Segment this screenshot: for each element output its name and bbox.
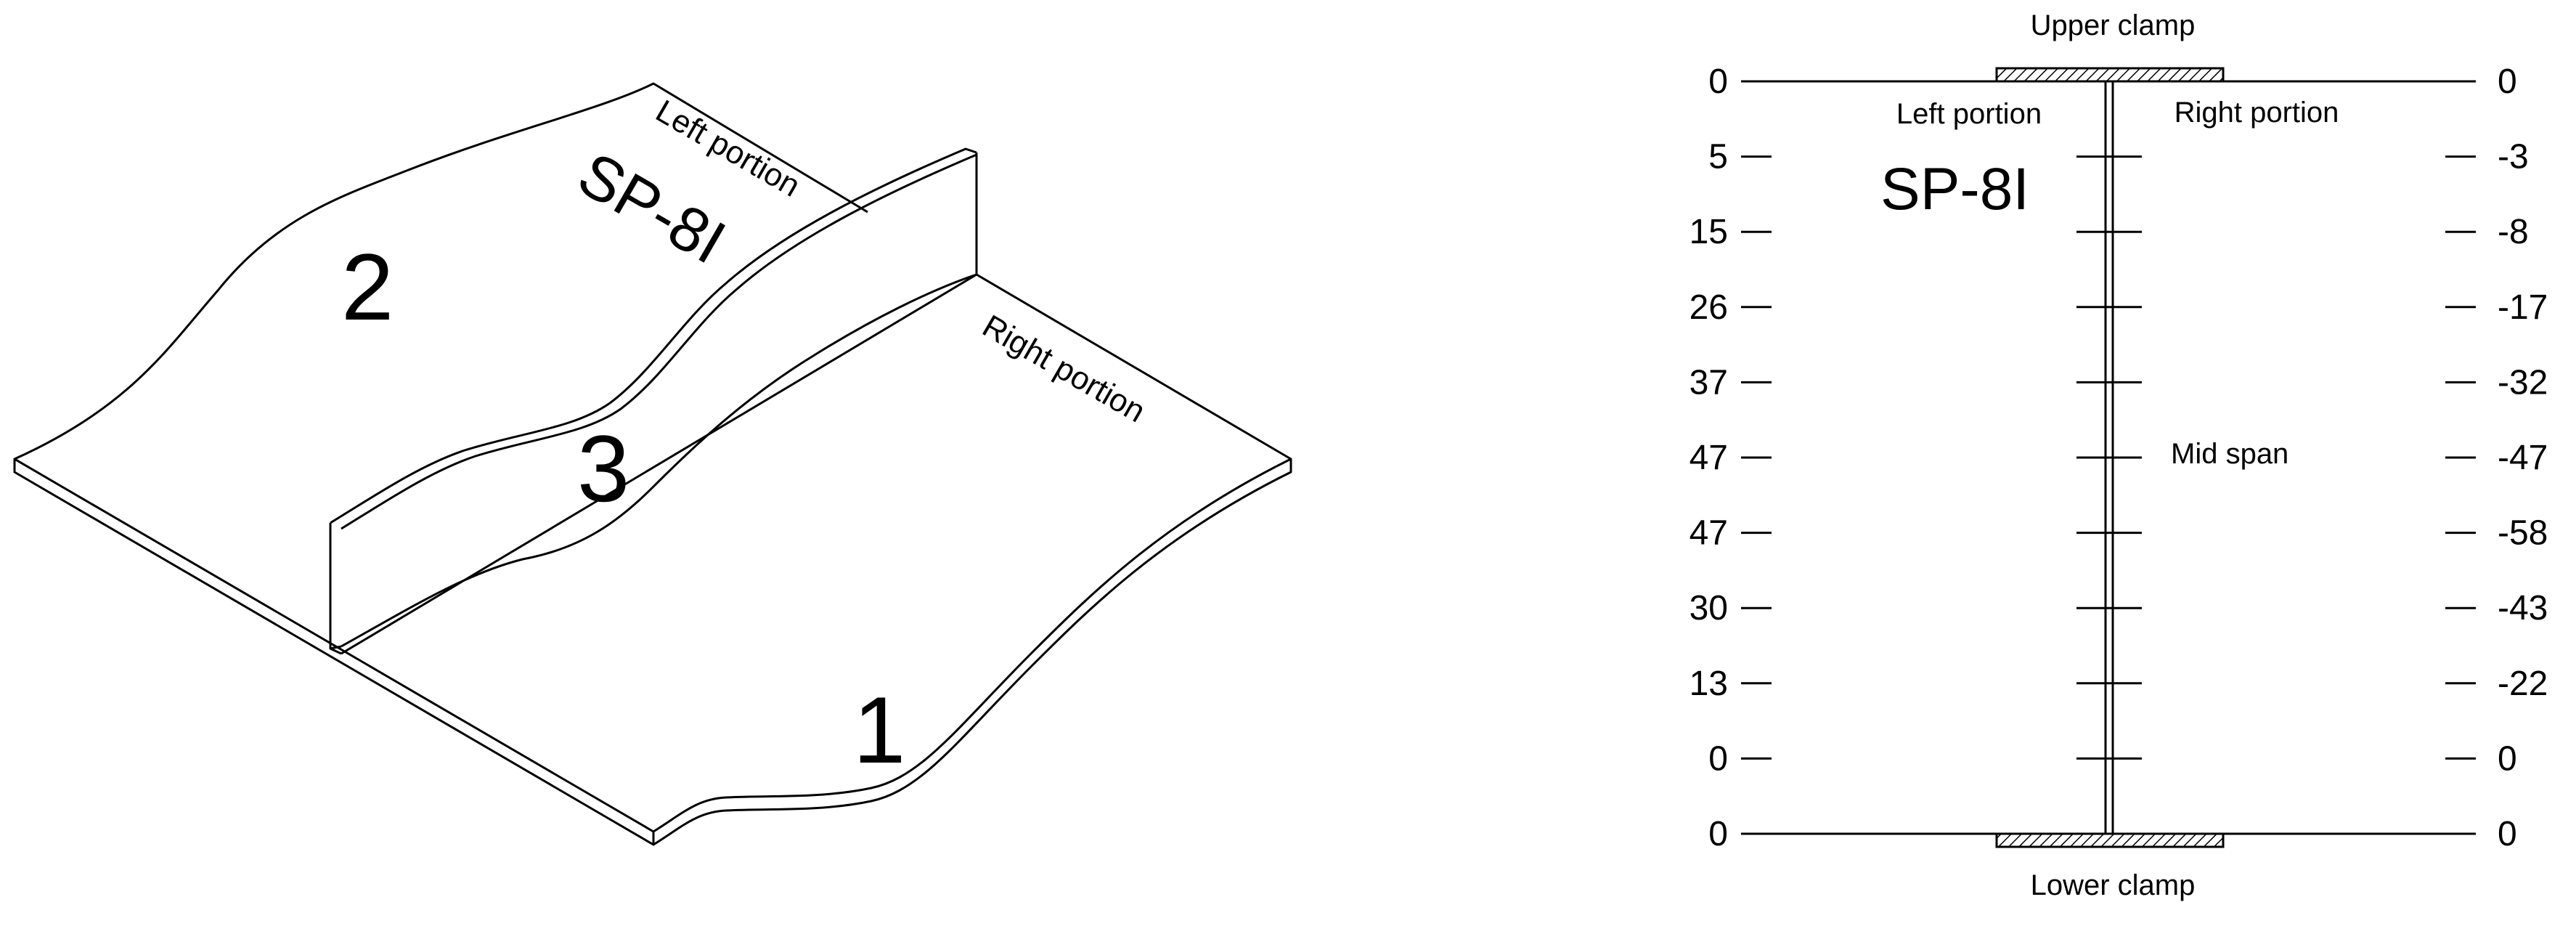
left-value-label: 30 (1690, 589, 1728, 628)
right-deflection-values: 0 -3 -8 -17 -32 -47 -58 -43 -22 0 0 (2498, 62, 2548, 853)
isometric-sketch (13, 82, 1292, 846)
left-value-label: 0 (1708, 739, 1728, 778)
iso-part-3-label: 3 (577, 415, 629, 521)
profile-right-portion-label: Right portion (2174, 97, 2339, 129)
right-value-label: -3 (2498, 138, 2529, 176)
left-value-label: 47 (1690, 439, 1728, 477)
stiffener-base-line (330, 647, 342, 655)
left-value-label: 13 (1690, 665, 1728, 703)
right-plate-outline (653, 273, 1292, 833)
left-value-label: 47 (1690, 514, 1728, 553)
left-value-label: 26 (1690, 288, 1728, 327)
right-plate-thickness (653, 459, 1292, 846)
iso-specimen-label: SP-8I (567, 139, 737, 277)
right-value-label: -58 (2498, 514, 2548, 553)
mid-span-label: Mid span (2171, 438, 2288, 470)
stiffener-face (329, 523, 342, 650)
profile-ticks (1741, 155, 2476, 760)
right-value-label: 0 (2498, 62, 2517, 101)
left-deflection-values: 0 5 15 26 37 47 47 30 13 0 0 (1690, 62, 1728, 853)
right-value-label: -22 (2498, 665, 2548, 703)
right-value-label: -47 (2498, 439, 2548, 477)
base-plate-front-edge (13, 458, 655, 846)
upper-clamp-label: Upper clamp (2031, 9, 2196, 41)
right-value-label: 0 (2498, 815, 2517, 853)
left-plate-outline (14, 82, 868, 460)
right-value-label: -17 (2498, 288, 2548, 327)
lower-clamp-block (1995, 832, 2225, 848)
deflection-profile (1741, 67, 2476, 848)
iso-part-2-label: 2 (341, 234, 394, 340)
right-value-label: -32 (2498, 363, 2548, 402)
right-value-label: -8 (2498, 213, 2529, 251)
right-value-label: 0 (2498, 739, 2517, 778)
profile-specimen-label: SP-8I (1880, 156, 2029, 222)
left-value-label: 15 (1690, 213, 1728, 251)
plate-seam (341, 273, 977, 655)
left-value-label: 37 (1690, 363, 1728, 402)
left-value-label: 0 (1708, 62, 1728, 101)
right-value-label: -43 (2498, 589, 2548, 628)
lower-clamp-label: Lower clamp (2031, 869, 2196, 901)
stiffener-top-edge (330, 147, 977, 524)
left-value-label: 0 (1708, 815, 1728, 853)
upper-clamp-block (1995, 67, 2225, 83)
stiffener-top-edge-inner (341, 153, 977, 530)
iso-part-1-label: 1 (853, 677, 905, 783)
left-value-label: 5 (1708, 138, 1728, 176)
profile-left-portion-label: Left portion (1896, 98, 2042, 130)
